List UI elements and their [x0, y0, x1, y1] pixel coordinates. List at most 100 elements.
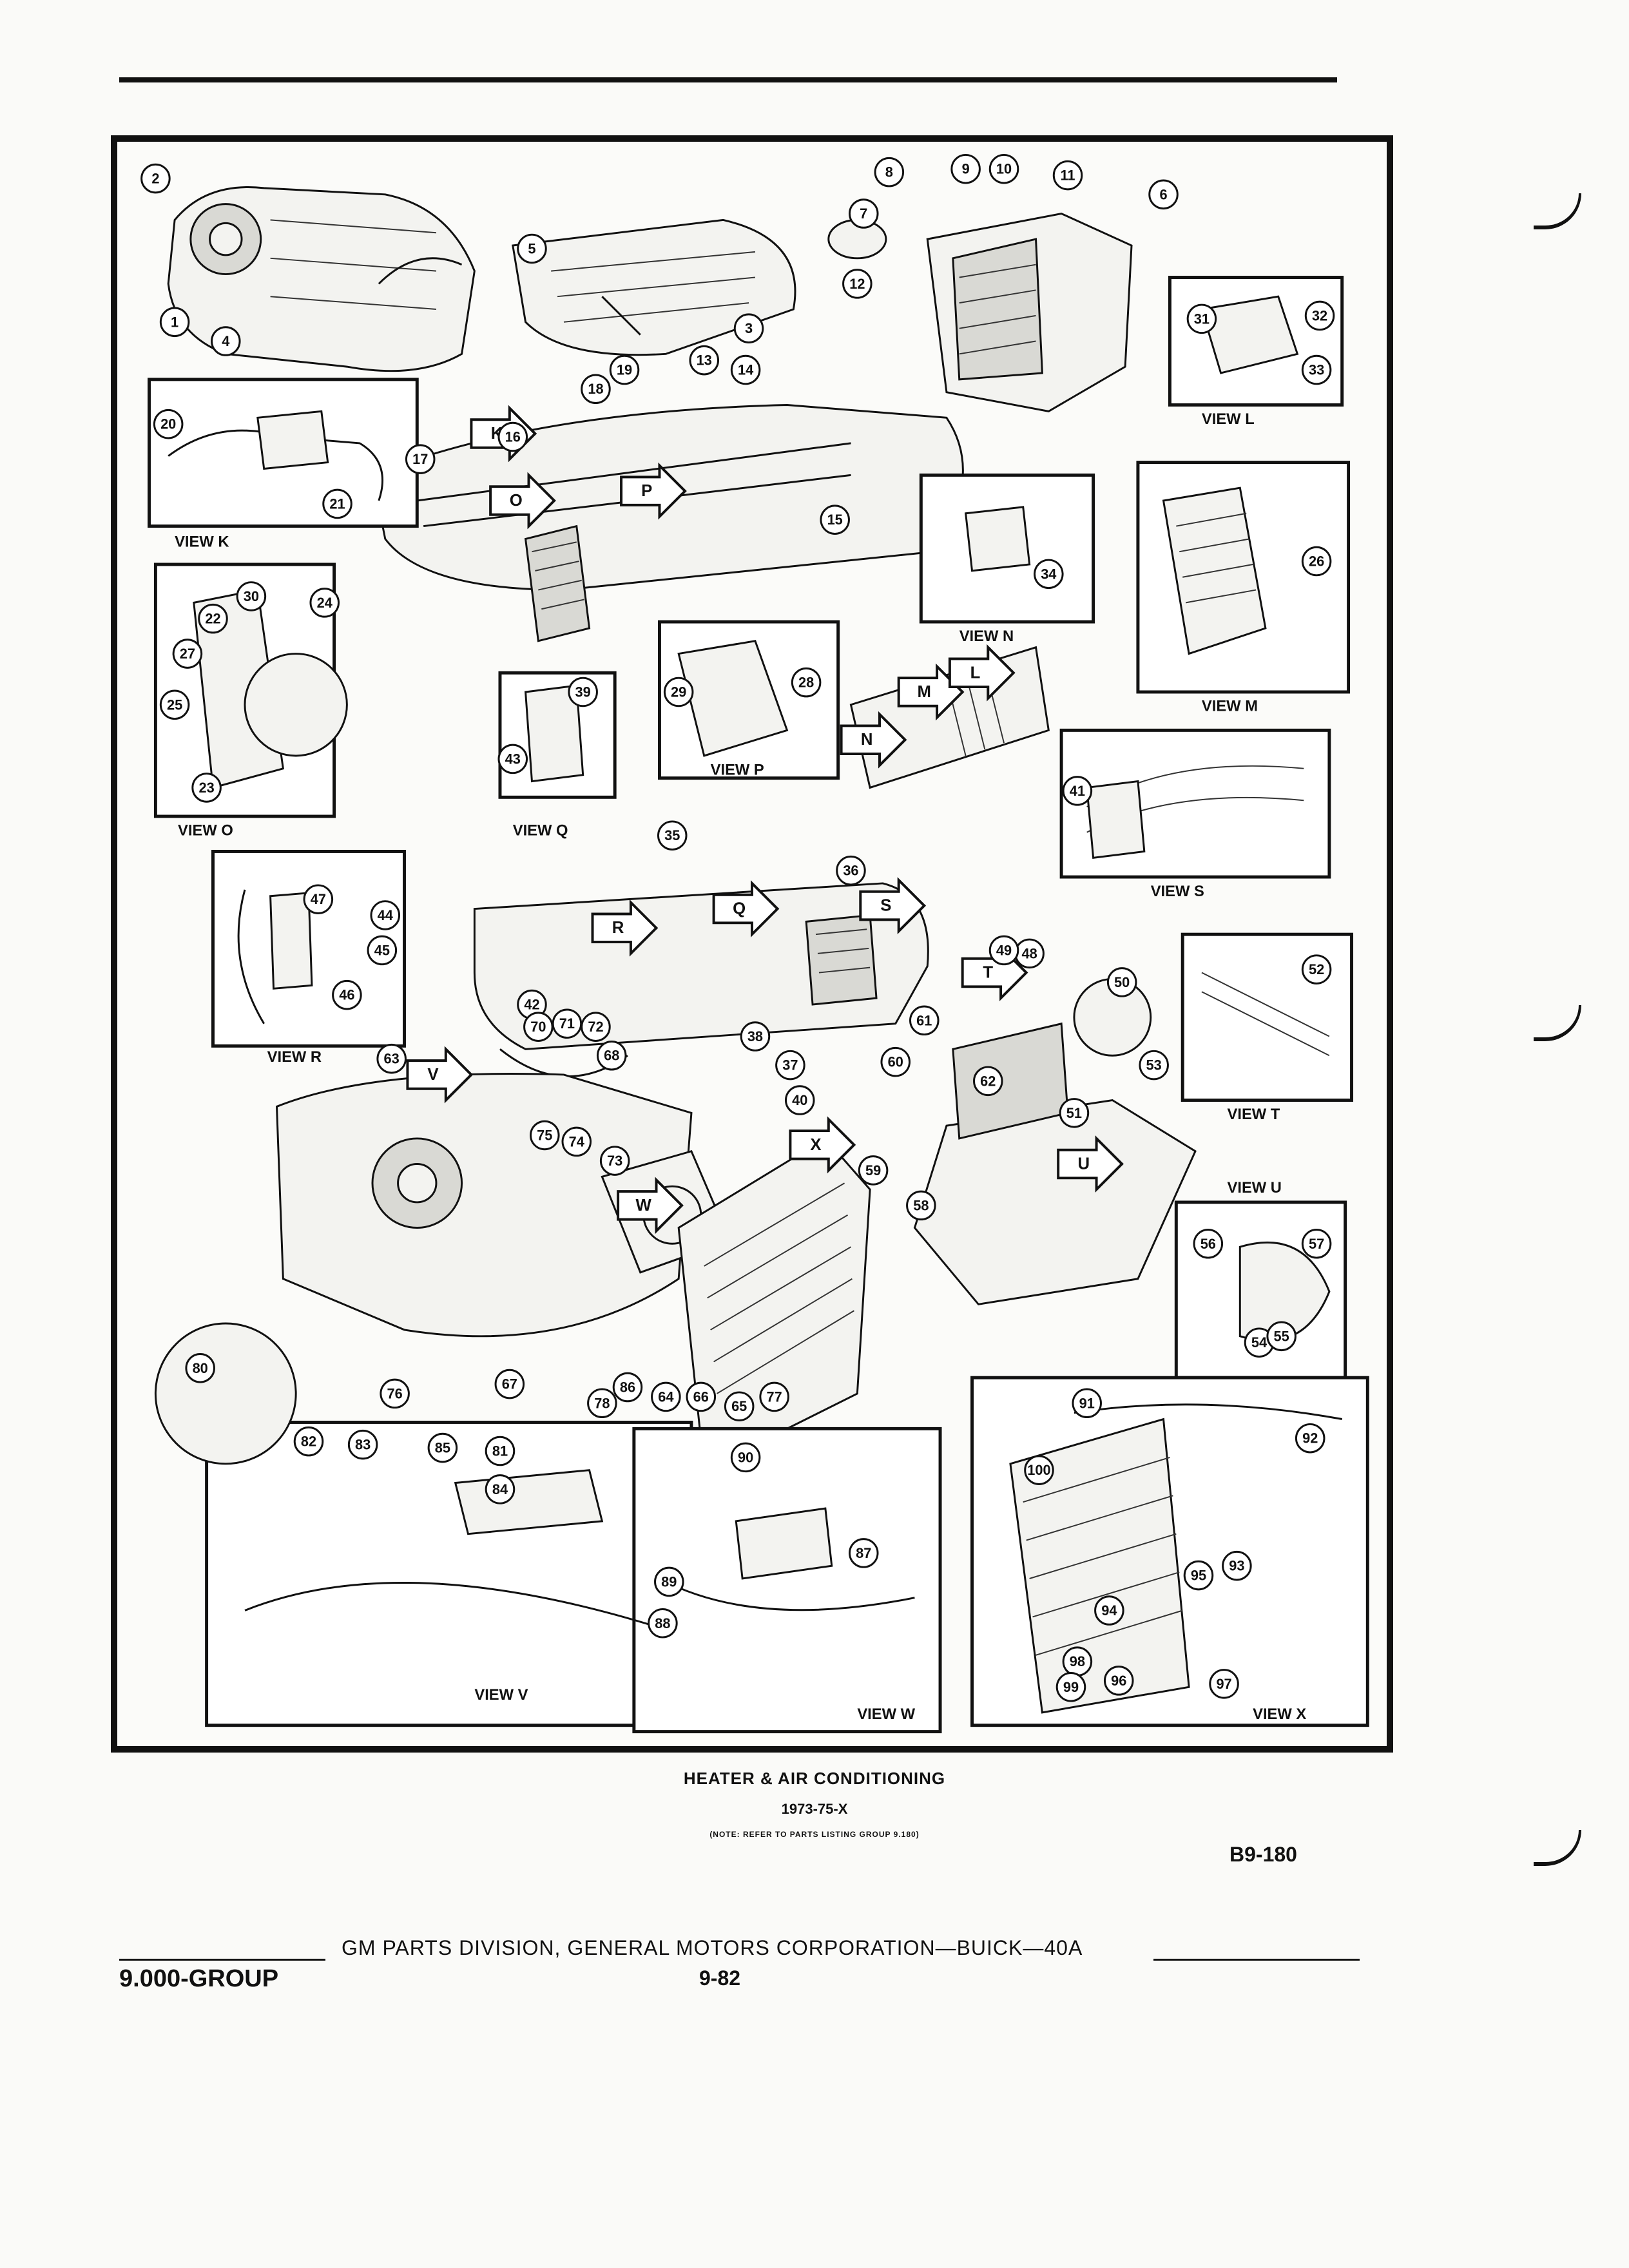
view-label-o: VIEW O [178, 822, 233, 840]
callout-77: 77 [759, 1381, 789, 1412]
callout-86: 86 [612, 1372, 643, 1403]
callout-number: 84 [492, 1481, 508, 1497]
view-arrow-p: P [620, 462, 687, 520]
callout-40: 40 [784, 1085, 815, 1115]
callout-number: 65 [731, 1398, 747, 1414]
callout-number: 2 [151, 171, 159, 187]
callout-number: 82 [301, 1434, 316, 1450]
view-arrow-u: U [1057, 1135, 1124, 1193]
view-label-v: VIEW V [474, 1686, 528, 1704]
figure-code: B9-180 [1229, 1843, 1297, 1866]
callout-56: 56 [1193, 1229, 1224, 1259]
callout-33: 33 [1301, 354, 1332, 385]
callout-number: 85 [435, 1440, 450, 1456]
callout-number: 44 [378, 907, 393, 923]
callout-number: 12 [849, 276, 865, 292]
callout-1: 1 [159, 307, 190, 338]
view-label-s: VIEW S [1151, 883, 1204, 900]
callout-43: 43 [497, 744, 528, 774]
distribution-duct-group [473, 882, 929, 1077]
binder-mark-top [1534, 193, 1581, 229]
view-arrow-x: X [789, 1116, 856, 1174]
callout-66: 66 [686, 1381, 717, 1412]
callout-number: 23 [198, 780, 214, 796]
callout-88: 88 [648, 1608, 678, 1639]
callout-36: 36 [836, 855, 866, 886]
footer-publisher: GM PARTS DIVISION, GENERAL MOTORS CORPOR… [342, 1936, 1083, 1959]
callout-number: 95 [1191, 1568, 1206, 1584]
callout-number: 52 [1309, 961, 1324, 977]
callout-15: 15 [820, 505, 850, 535]
callout-number: 53 [1146, 1057, 1162, 1073]
callout-67: 67 [494, 1369, 525, 1399]
callout-64: 64 [651, 1381, 681, 1412]
callout-number: 28 [798, 675, 814, 691]
callout-number: 58 [913, 1197, 929, 1213]
callout-number: 97 [1216, 1676, 1231, 1692]
callout-number: 55 [1274, 1328, 1289, 1344]
callout-number: 94 [1101, 1602, 1117, 1619]
callout-60: 60 [880, 1046, 911, 1077]
callout-number: 31 [1194, 311, 1210, 327]
view-arrow-q: Q [712, 880, 780, 937]
view-arrow-o: O [489, 472, 556, 530]
callout-72: 72 [581, 1012, 611, 1042]
callout-24: 24 [309, 588, 340, 618]
callout-number: 81 [492, 1443, 508, 1459]
callout-number: 36 [843, 863, 858, 879]
callout-number: 3 [745, 320, 753, 336]
footer-page-number: 9-82 [699, 1966, 741, 1990]
view-label-n: VIEW N [959, 628, 1014, 645]
callout-74: 74 [561, 1126, 592, 1157]
callout-84: 84 [485, 1474, 516, 1504]
callout-61: 61 [909, 1005, 940, 1036]
callout-number: 63 [384, 1051, 400, 1067]
view-label-m: VIEW M [1202, 698, 1258, 715]
callout-number: 25 [167, 697, 182, 713]
view-arrow-letter: S [880, 897, 891, 915]
callout-97: 97 [1209, 1669, 1239, 1699]
view-arrow-w: W [617, 1177, 684, 1235]
footer-group: 9.000-GROUP [119, 1965, 279, 1992]
callout-number: 77 [767, 1389, 782, 1405]
callout-76: 76 [380, 1378, 410, 1409]
callout-number: 60 [888, 1054, 903, 1070]
callout-number: 48 [1022, 945, 1037, 961]
callout-number: 51 [1066, 1105, 1082, 1121]
callout-38: 38 [740, 1021, 771, 1052]
callout-68: 68 [596, 1040, 627, 1071]
callout-47: 47 [303, 884, 334, 914]
firewall-group [913, 977, 1197, 1305]
view-label-r: VIEW R [267, 1048, 322, 1066]
callout-number: 57 [1309, 1236, 1324, 1252]
view-arrow-s: S [859, 877, 927, 934]
callout-81: 81 [485, 1436, 516, 1466]
callout-19: 19 [609, 354, 640, 385]
callout-number: 30 [244, 588, 259, 604]
callout-number: 42 [524, 997, 539, 1013]
view-arrow-r: R [591, 899, 659, 957]
callout-number: 18 [588, 381, 603, 397]
callout-22: 22 [198, 603, 228, 634]
callout-34: 34 [1034, 559, 1064, 590]
view-label-w: VIEW W [857, 1706, 915, 1723]
callout-number: 6 [1159, 186, 1167, 202]
callout-95: 95 [1183, 1560, 1214, 1591]
callout-28: 28 [791, 667, 822, 698]
cowl-duct-group [371, 404, 964, 642]
callout-87: 87 [848, 1538, 879, 1568]
callout-37: 37 [775, 1050, 805, 1081]
view-arrow-letter: Q [733, 900, 746, 918]
top-rule [119, 77, 1337, 82]
callout-6: 6 [1148, 179, 1179, 210]
callout-number: 38 [747, 1028, 763, 1044]
callout-number: 50 [1114, 974, 1130, 990]
callout-3: 3 [733, 313, 764, 343]
callout-27: 27 [172, 639, 203, 669]
callout-89: 89 [654, 1566, 684, 1597]
callout-98: 98 [1062, 1646, 1093, 1677]
view-arrow-letter: P [641, 482, 652, 500]
callout-number: 67 [502, 1376, 517, 1392]
callout-number: 10 [996, 161, 1012, 177]
